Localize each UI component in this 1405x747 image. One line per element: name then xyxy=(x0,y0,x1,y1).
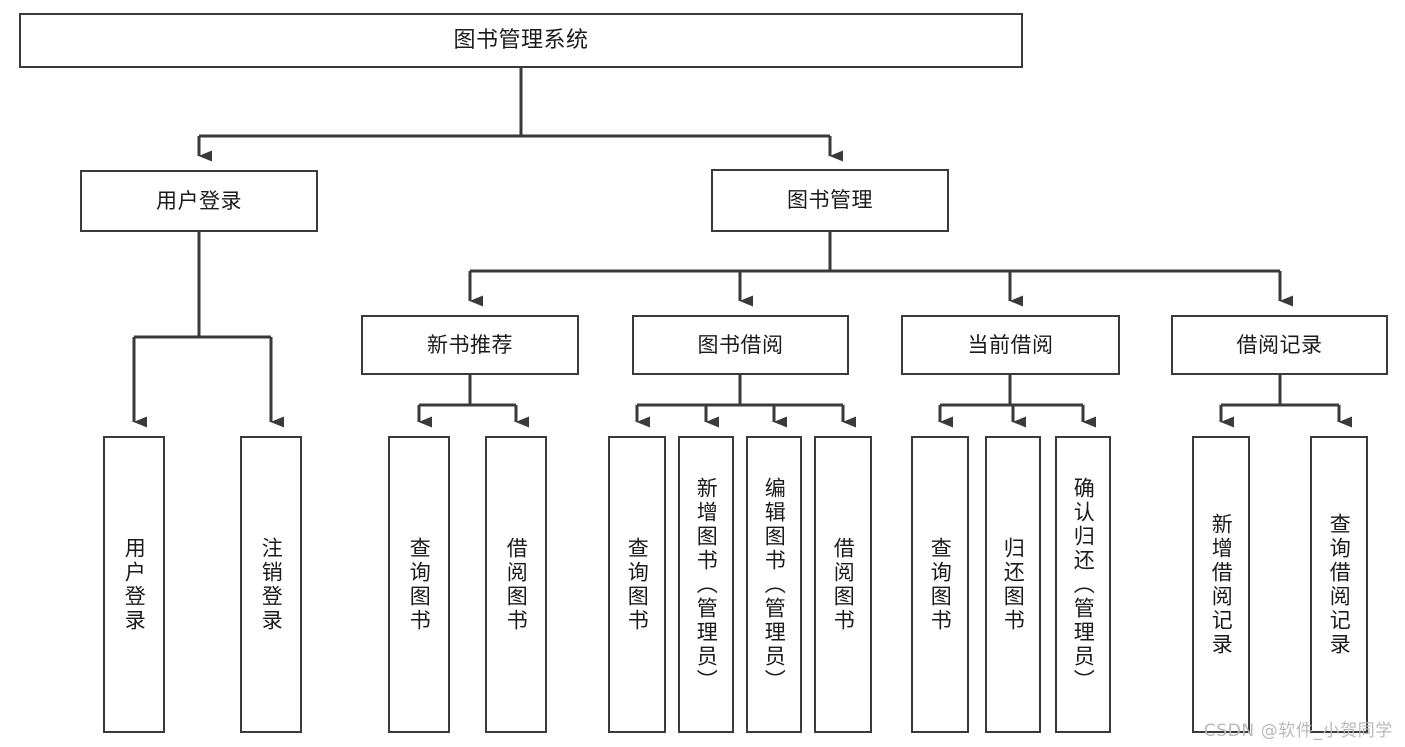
leaf-add-borrow-record[interactable]: 新增借阅记录 xyxy=(1192,436,1250,733)
node-book-manage-label: 图书管理 xyxy=(787,188,873,213)
leaf-borrow-book-recommend[interactable]: 借阅图书 xyxy=(485,436,547,733)
node-borrow-record[interactable]: 借阅记录 xyxy=(1171,315,1388,375)
node-new-book-recommend-label: 新书推荐 xyxy=(427,332,513,357)
node-borrow-record-label: 借阅记录 xyxy=(1236,332,1323,357)
leaf-add-book-admin[interactable]: 新增图书（管理员） xyxy=(678,436,734,733)
node-book-borrow[interactable]: 图书借阅 xyxy=(632,315,849,375)
leaf-confirm-return-admin[interactable]: 确认归还（管理员） xyxy=(1055,436,1111,733)
csdn-watermark: CSDN @软件_小贺同学 xyxy=(1203,721,1393,741)
leaf-logout-login[interactable]: 注销登录 xyxy=(240,436,302,733)
leaf-return-book[interactable]: 归还图书 xyxy=(985,436,1041,733)
leaf-query-book-recommend[interactable]: 查询图书 xyxy=(388,436,450,733)
node-user-login-label: 用户登录 xyxy=(156,188,242,213)
node-root-label: 图书管理系统 xyxy=(453,27,589,53)
node-root[interactable]: 图书管理系统 xyxy=(19,13,1023,68)
leaf-edit-book-admin[interactable]: 编辑图书（管理员） xyxy=(746,436,802,733)
node-current-borrow-label: 当前借阅 xyxy=(967,332,1054,357)
leaf-query-book-current[interactable]: 查询图书 xyxy=(911,436,969,733)
leaf-query-book-borrow[interactable]: 查询图书 xyxy=(608,436,666,733)
node-book-borrow-label: 图书借阅 xyxy=(697,332,784,357)
leaf-user-login[interactable]: 用户登录 xyxy=(103,436,165,733)
node-current-borrow[interactable]: 当前借阅 xyxy=(901,315,1120,375)
node-book-manage[interactable]: 图书管理 xyxy=(711,169,949,232)
node-new-book-recommend[interactable]: 新书推荐 xyxy=(361,315,579,375)
leaf-borrow-book[interactable]: 借阅图书 xyxy=(814,436,872,733)
leaf-query-borrow-record[interactable]: 查询借阅记录 xyxy=(1310,436,1368,733)
node-user-login[interactable]: 用户登录 xyxy=(80,170,318,232)
